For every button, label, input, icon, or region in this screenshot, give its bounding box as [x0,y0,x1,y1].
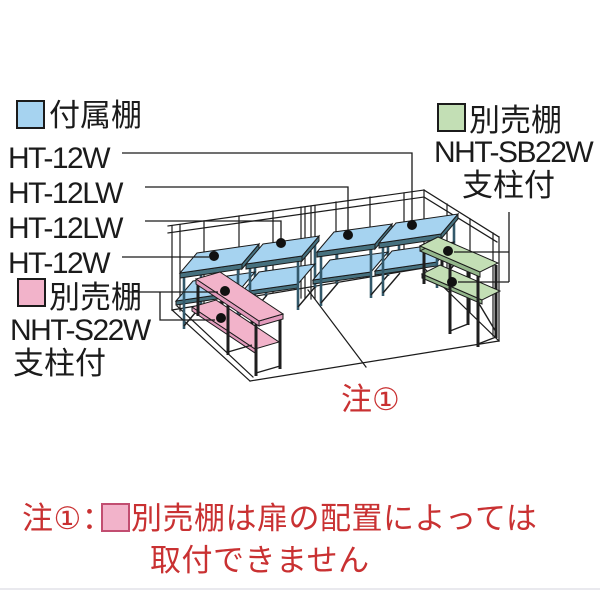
diagram-note-ref: 注① [341,382,400,417]
included-shelf-swatch [16,100,45,129]
included-shelf-label: 付属棚 [49,98,142,133]
optional-shelf-left-model: NHT-S22W [10,314,151,347]
shelf-model-ht12lw-1: HT-12LW [8,177,123,210]
optional-shelf-right-model: NHT-SB22W [434,136,594,169]
pink-shelf-unit [190,271,285,376]
callout-lines [122,152,510,321]
shelf-model-ht12w-2: HT-12W [8,247,111,280]
footnote-pink-swatch [101,503,130,532]
green-shelf-unit [418,236,502,347]
optional-shelf-left-swatch [17,278,46,307]
footnote-line2: 取付できません [150,543,370,578]
shelf-model-ht12lw-2: HT-12LW [8,212,123,245]
callout-dots [209,220,457,323]
footnote-line1: 別売棚は扉の配置によっては [131,501,538,536]
optional-shelf-left-label: 別売棚 [49,280,142,315]
optional-shelf-right-label: 別売棚 [469,103,562,138]
footnote-prefix: 注①： [22,501,114,536]
shelf-model-ht12w-1: HT-12W [8,142,111,175]
optional-shelf-left-note: 支柱付 [13,346,106,381]
optional-shelf-right-note: 支柱付 [462,168,555,203]
optional-shelf-right-swatch [437,103,466,132]
bottom-divider-line [0,588,600,590]
